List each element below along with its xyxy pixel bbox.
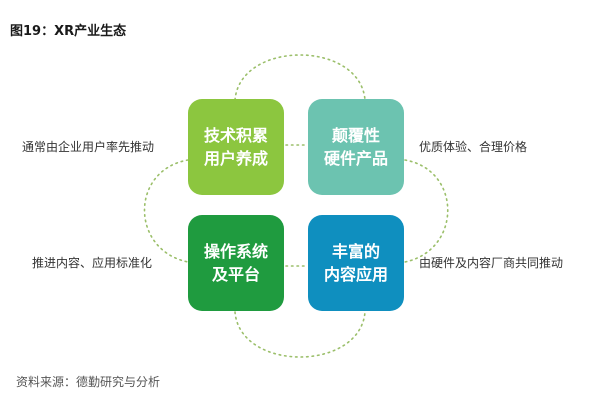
box-os-line2: 及平台 <box>211 265 260 284</box>
source-note: 资料来源：德勤研究与分析 <box>16 375 161 389</box>
ring-arc-bottom <box>234 311 366 358</box>
box-disruptive-hardware: 颠覆性 硬件产品 <box>308 99 404 195</box>
label-quality-price: 优质体验、合理价格 <box>419 140 528 154</box>
ring-arc-right <box>404 159 449 263</box>
figure-title: 图19：XR产业生态 <box>10 24 127 39</box>
box-tech-accumulation: 技术积累 用户养成 <box>188 99 284 195</box>
box-os-platform: 操作系统 及平台 <box>188 215 284 311</box>
box-tech-line2: 用户养成 <box>203 149 268 168</box>
box-os-line1: 操作系统 <box>203 242 268 261</box>
box-tech-line1: 技术积累 <box>203 126 268 145</box>
box-content-line1: 丰富的 <box>331 242 380 261</box>
label-enterprise-driven: 通常由企业用户率先推动 <box>22 140 155 154</box>
box-hardware-line2: 硬件产品 <box>323 149 388 168</box>
label-standardization: 推进内容、应用标准化 <box>32 256 153 270</box>
box-hardware-line1: 颠覆性 <box>331 126 380 145</box>
ring-arc-left <box>143 159 189 263</box>
box-rich-content: 丰富的 内容应用 <box>308 215 404 311</box>
box-content-line2: 内容应用 <box>323 265 388 284</box>
label-joint-driven: 由硬件及内容厂商共同推动 <box>419 256 564 270</box>
ring-arc-top <box>234 54 366 101</box>
